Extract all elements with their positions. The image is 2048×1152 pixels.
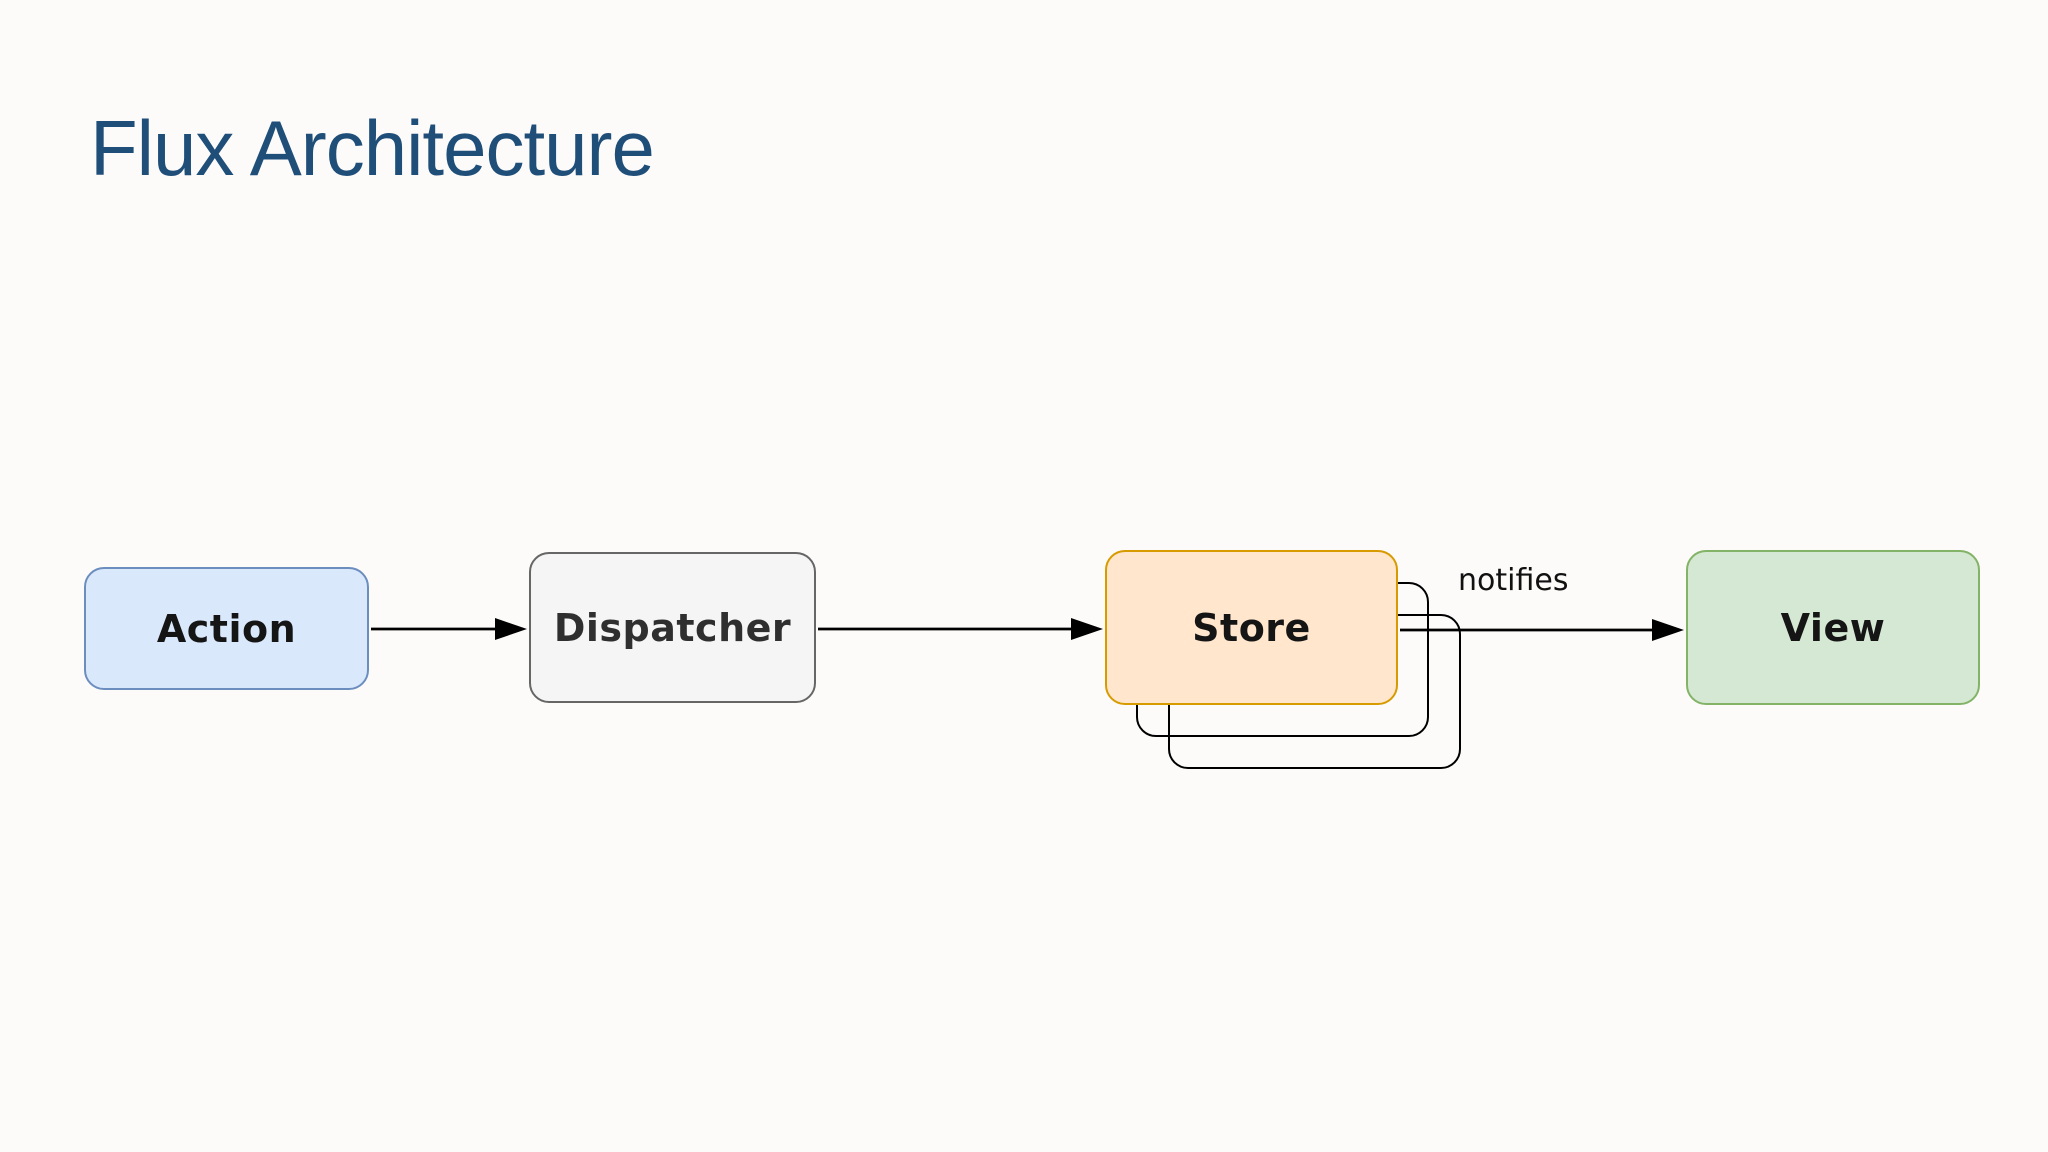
node-action: Action — [84, 567, 369, 690]
node-view: View — [1686, 550, 1980, 705]
node-dispatcher: Dispatcher — [529, 552, 816, 703]
node-store: Store — [1105, 550, 1398, 705]
node-view-label: View — [1780, 605, 1886, 650]
node-store-label: Store — [1192, 605, 1311, 650]
page-title: Flux Architecture — [90, 104, 655, 192]
arrow-action-to-dispatcher — [371, 618, 527, 640]
node-dispatcher-label: Dispatcher — [553, 605, 792, 650]
arrow-dispatcher-to-store — [818, 618, 1103, 640]
edge-label-notifies: notifies — [1458, 563, 1569, 598]
node-action-label: Action — [156, 606, 297, 651]
